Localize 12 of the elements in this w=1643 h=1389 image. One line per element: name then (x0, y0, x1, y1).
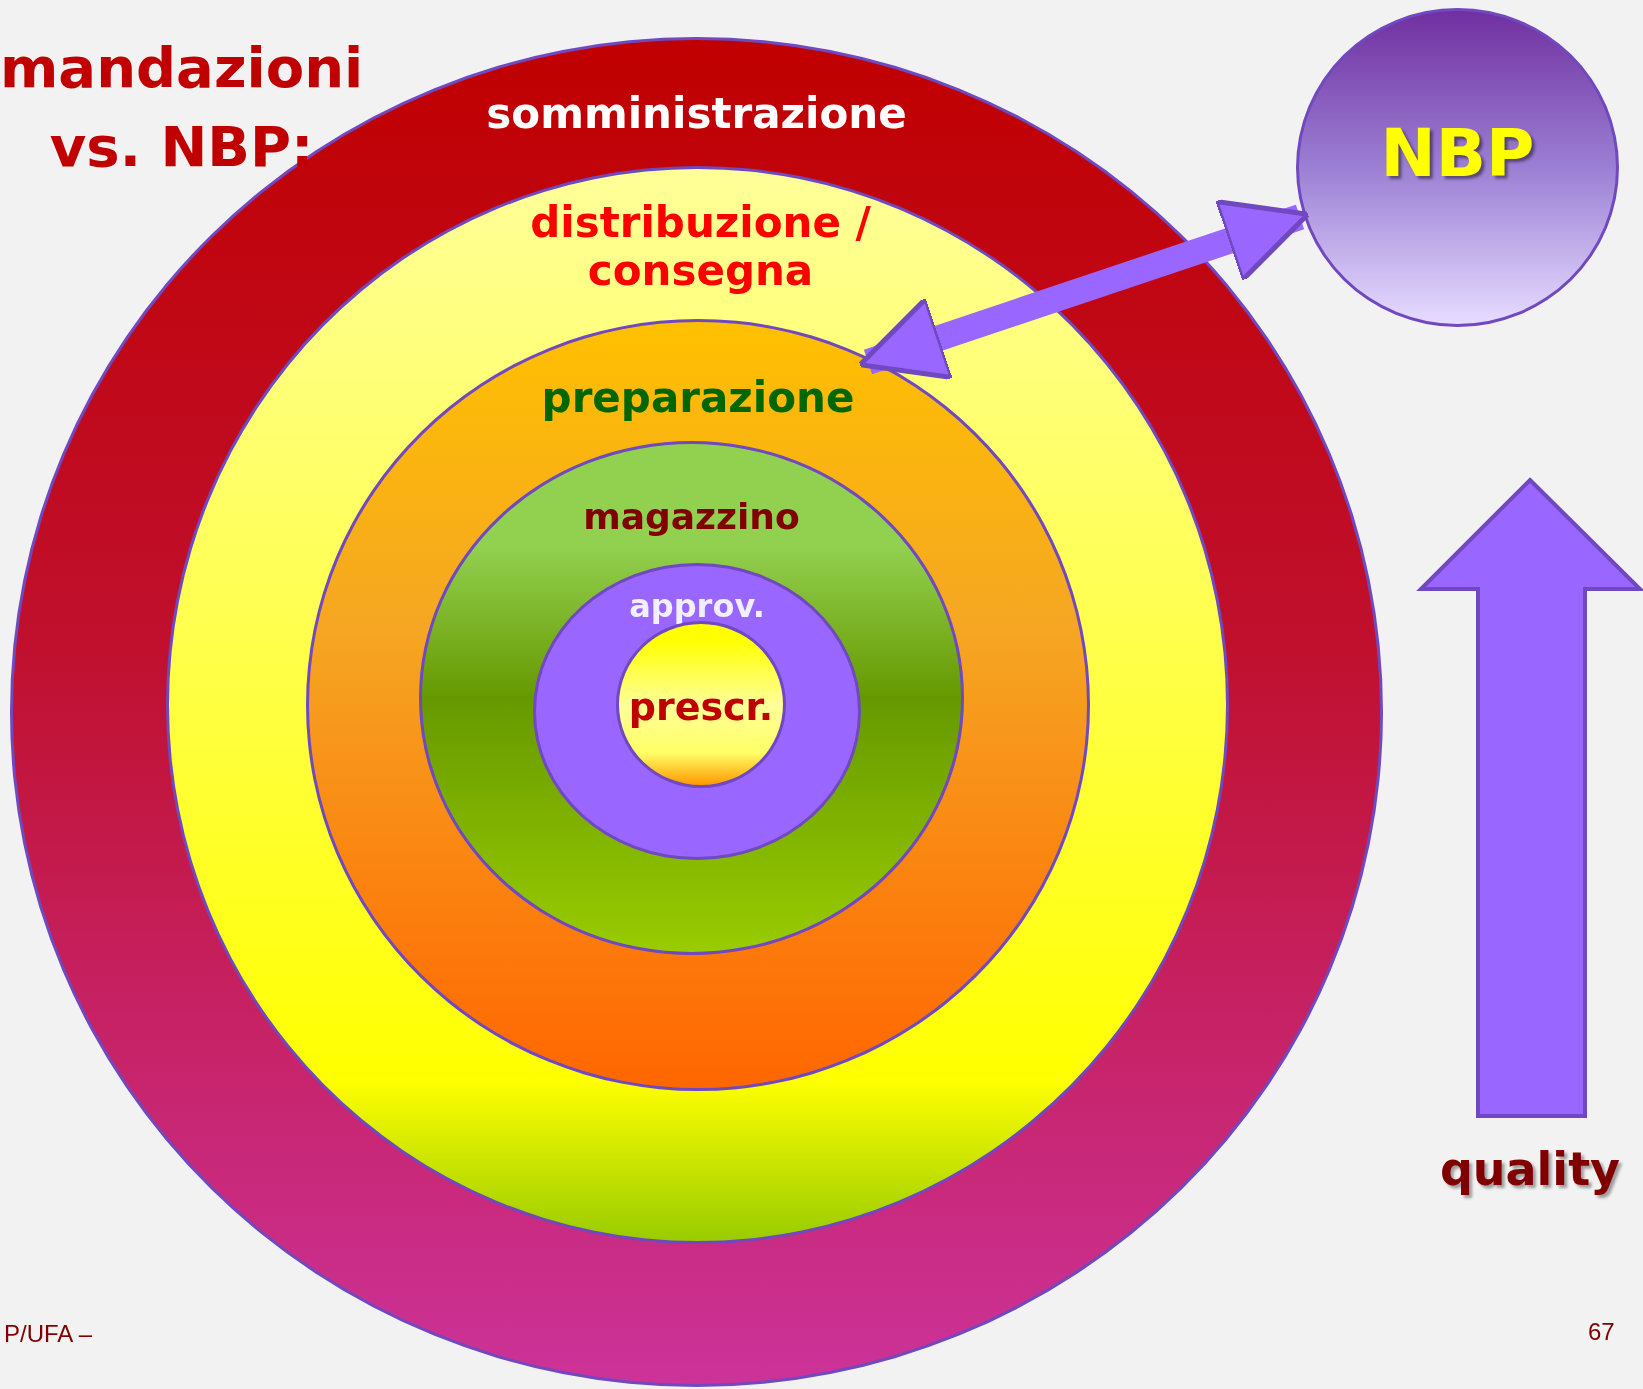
arrow-label: quality (1438, 1142, 1622, 1196)
ring-label: preparazione (540, 374, 856, 423)
footer-text: P/UFA – (4, 1320, 93, 1348)
page-number: 67 (1588, 1318, 1615, 1346)
circle-label: NBP (1379, 116, 1536, 192)
double-arrow (857, 198, 1311, 381)
ring-label: magazzino (582, 496, 801, 538)
ring-label: distribuzione / consegna (529, 199, 872, 296)
ring-label: prescr. (627, 686, 775, 730)
title: mandazioni vs. NBP: (0, 34, 364, 181)
ring-label: somministrazione (485, 90, 908, 139)
ring-label: approv. (628, 588, 766, 625)
